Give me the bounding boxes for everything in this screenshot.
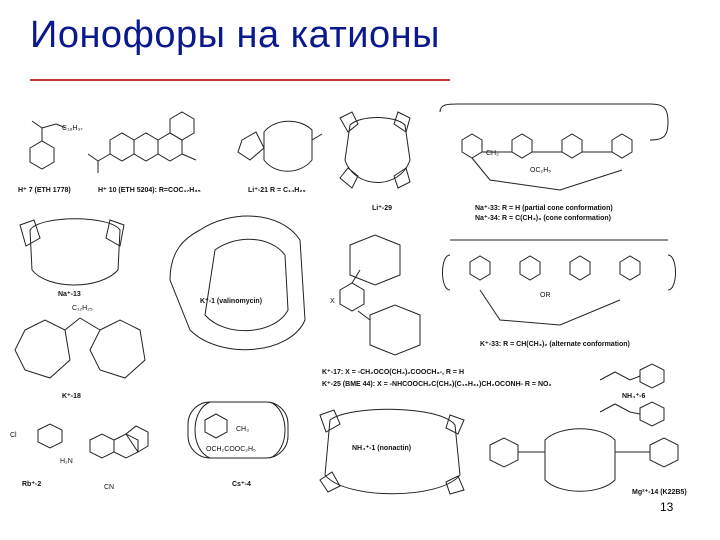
na33-ch2-label: CH₂: [486, 150, 499, 157]
rb2-nh2-label: H₂N: [60, 458, 73, 465]
rb2-label: Rb⁺-2: [22, 481, 42, 488]
structure-na33: [439, 103, 669, 191]
structure-li21: [237, 120, 323, 172]
structure-k18: [14, 317, 146, 379]
k33-or-label: OR: [540, 292, 551, 299]
na33-label: Na⁺-33: R = H (partial cone conformation…: [475, 205, 613, 212]
slide-title: Ионофоры на катионы: [30, 14, 440, 56]
k18-substituent-label: C₁₂H₂₅: [72, 305, 93, 312]
structure-mg14: [489, 428, 679, 492]
cs4-label: Cs⁺-4: [232, 481, 251, 488]
na34-label: Na⁺-34: R = C(CH₃)₃ (cone conformation): [475, 215, 611, 222]
h10-label: H⁺ 10 (ETH 5204): R=COC₁₇H₃₅: [98, 187, 201, 194]
k18-label: K⁺-18: [62, 393, 81, 400]
structure-cs4: [187, 401, 289, 459]
structure-k33: [442, 239, 676, 326]
h7-substituent-label: C₁₈H₃₇: [62, 125, 83, 132]
k17-label: K⁺-17: X = -CH₂OCO(CH₃)₂COOCH₃-, R = H: [322, 369, 465, 376]
cs4-och2-label: OCH₂COOC₂H₅: [206, 446, 256, 453]
structure-h10: [87, 111, 197, 173]
k25-label: K⁺-25 (BME 44): X = -NHCOOCH₂C(CH₃)(C₁₅H…: [322, 381, 552, 388]
nh4-6-label: NH₄⁺-6: [622, 393, 646, 400]
page-number: 13: [660, 500, 674, 514]
k17-x-label: X: [330, 298, 335, 305]
structure-nh4-6: [599, 363, 665, 427]
k1-label: K⁺-1 (valinomycin): [200, 298, 263, 305]
title-underline: [30, 79, 450, 81]
li21-label: Li⁺-21 R = C₁₄H₂₉: [248, 187, 306, 194]
cs4-ch3-label: CH₃: [236, 426, 249, 433]
li29-label: Li⁺-29: [372, 205, 393, 212]
rb2-cl-label: Cl: [10, 432, 17, 439]
mg14-label: Mg²⁺-14 (K22B5): [632, 489, 687, 496]
na33-oc2h5-label: OC₂H₅: [530, 167, 552, 174]
structure-li29: [339, 111, 411, 189]
structure-h7: [29, 120, 67, 170]
structure-k17: [339, 234, 421, 356]
k33-label: K⁺-33: R = CH(CH₃)₂ (alternate conformat…: [480, 341, 630, 348]
na13-label: Na⁺-13: [58, 291, 81, 298]
structure-rb2: [37, 423, 149, 459]
structure-k1: [169, 215, 306, 351]
structure-nh4-1: [319, 408, 465, 495]
h7-label: H⁺ 7 (ETH 1778): [18, 187, 71, 194]
rb2-cn-label: CN: [104, 484, 115, 491]
structure-na13: [19, 218, 125, 286]
nh4-1-label: NH₄⁺-1 (nonactin): [352, 445, 412, 452]
